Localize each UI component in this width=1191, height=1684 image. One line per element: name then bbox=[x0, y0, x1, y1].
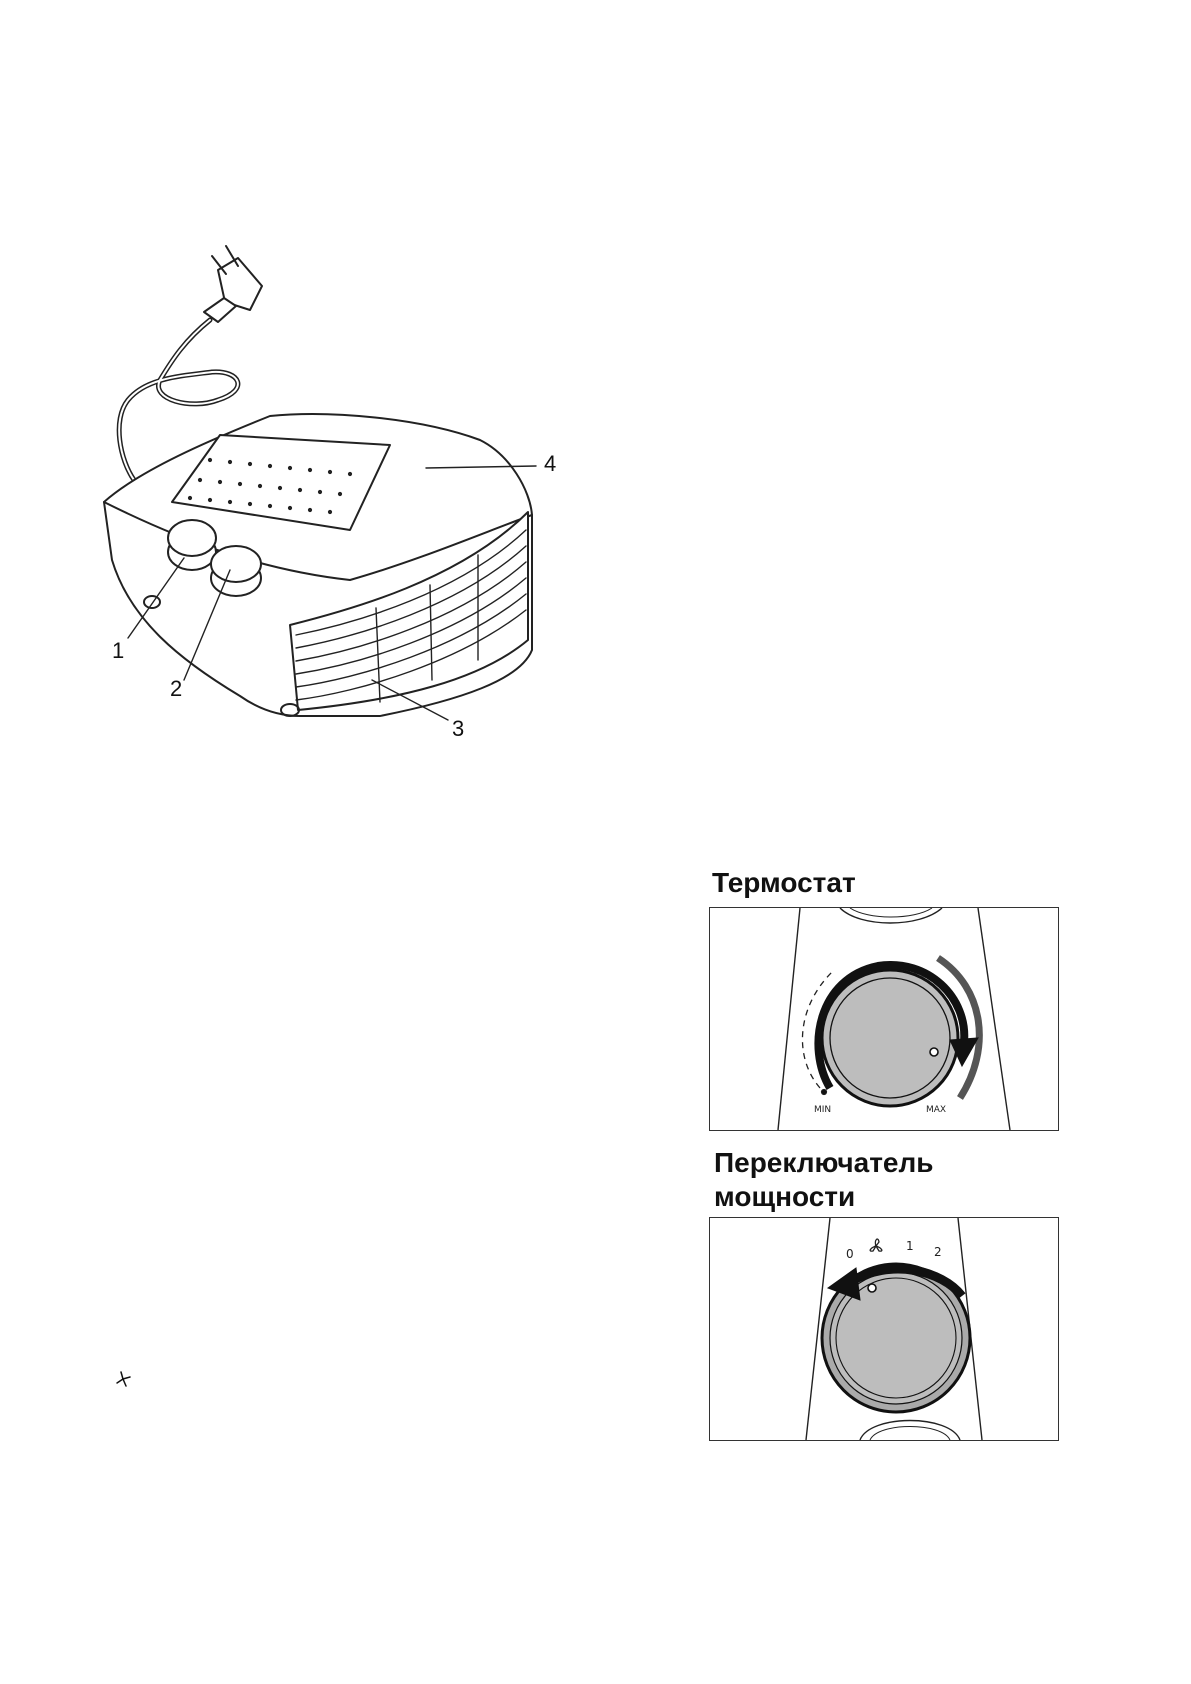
power-knob bbox=[211, 546, 261, 596]
power-switch-dial-diagram: 0 1 2 bbox=[710, 1218, 1058, 1440]
position-1-label: 1 bbox=[906, 1239, 914, 1253]
power-switch-heading: Переключатель мощности bbox=[714, 1146, 933, 1214]
power-switch-heading-line2: мощности bbox=[714, 1180, 933, 1214]
position-0-label: 0 bbox=[846, 1247, 854, 1261]
power-switch-heading-line1: Переключатель bbox=[714, 1146, 933, 1180]
thermostat-heading: Термостат bbox=[712, 866, 856, 900]
fan-icon bbox=[870, 1239, 882, 1251]
power-switch-panel: 0 1 2 bbox=[709, 1217, 1059, 1441]
fan-icon bbox=[113, 1369, 133, 1389]
callout-3: 3 bbox=[452, 716, 464, 742]
thermostat-knob bbox=[168, 520, 216, 570]
position-2-label: 2 bbox=[934, 1245, 942, 1259]
thermostat-panel: MIN MAX bbox=[709, 907, 1059, 1131]
plug bbox=[204, 246, 262, 322]
callout-1: 1 bbox=[112, 638, 124, 664]
min-label: MIN bbox=[814, 1105, 831, 1115]
thermostat-dial-diagram: MIN MAX bbox=[710, 908, 1058, 1130]
callout-4: 4 bbox=[544, 451, 556, 477]
callout-2: 2 bbox=[170, 676, 182, 702]
max-label: MAX bbox=[926, 1105, 946, 1115]
